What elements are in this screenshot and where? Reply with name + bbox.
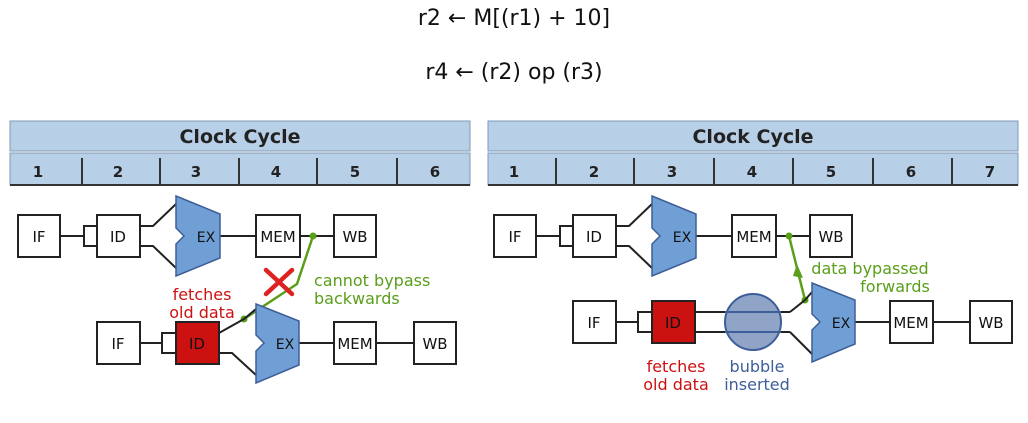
left-row1-if-stage bbox=[17, 214, 61, 258]
right-header-title: Clock Cycle bbox=[692, 126, 813, 148]
right-header-bar bbox=[487, 120, 1019, 152]
bypass-arrow-icon bbox=[793, 264, 803, 278]
left-cycle-4: 4 bbox=[271, 163, 281, 181]
right-row1-ex-alu bbox=[651, 194, 697, 278]
right-row1-wb-stage bbox=[809, 214, 853, 258]
right-row1-instruction bbox=[536, 203, 810, 269]
left-bypass-note-line1: cannot bypass bbox=[314, 271, 430, 290]
right-row1-id-label: ID bbox=[586, 228, 602, 246]
left-row2-ex-alu bbox=[255, 302, 300, 385]
right-cycle-2: 2 bbox=[589, 163, 599, 181]
left-fetch-note-line2: old data bbox=[169, 303, 235, 322]
right-row2-mem-label: MEM bbox=[893, 314, 928, 332]
left-row1-wb-stage bbox=[333, 214, 377, 258]
right-cycle-1: 1 bbox=[509, 163, 519, 181]
right-row1-if-label: IF bbox=[508, 228, 521, 246]
right-row1-id-stage bbox=[572, 214, 617, 258]
right-row1-ex-label: EX bbox=[673, 230, 692, 246]
right-row1-wb-label: WB bbox=[818, 228, 843, 246]
right-row2-mem-stage bbox=[889, 300, 934, 344]
right-cycle-3: 3 bbox=[667, 163, 677, 181]
left-header-title: Clock Cycle bbox=[179, 126, 300, 148]
right-row2-ex-alu bbox=[811, 281, 856, 364]
right-bubble-note-line1: bubble bbox=[730, 357, 785, 376]
right-cycle-6: 6 bbox=[906, 163, 916, 181]
left-row1-if-label: IF bbox=[32, 228, 45, 246]
left-cycle-3: 3 bbox=[191, 163, 201, 181]
right-row2-wb-stage bbox=[969, 300, 1013, 344]
left-row2-wb-stage bbox=[413, 321, 457, 365]
right-row2-ex-label: EX bbox=[832, 316, 851, 332]
left-row2-id-stage-stalled bbox=[175, 321, 220, 365]
right-row2-id-stage-stalled bbox=[651, 300, 696, 344]
left-row1-mem-label: MEM bbox=[260, 228, 295, 246]
right-fetch-note-line2: old data bbox=[643, 375, 709, 394]
left-row1-id-stage bbox=[96, 214, 141, 258]
left-row1-mem-stage bbox=[255, 214, 301, 258]
right-cycle-4: 4 bbox=[747, 163, 757, 181]
left-row2-mem-stage bbox=[333, 321, 377, 365]
right-bypass-note-line2: forwards bbox=[860, 277, 930, 296]
left-row2-if-label: IF bbox=[111, 335, 124, 353]
left-cycle-5: 5 bbox=[350, 163, 360, 181]
right-row1-mem-stage bbox=[731, 214, 777, 258]
left-row2-wb-label: WB bbox=[422, 335, 447, 353]
left-row2-id-label: ID bbox=[189, 335, 205, 353]
equation-load: r2 ← M[(r1) + 10] bbox=[417, 6, 611, 31]
right-fetch-note-line1: fetches bbox=[647, 357, 706, 376]
left-row2-instruction bbox=[140, 308, 414, 376]
right-cycle-5: 5 bbox=[826, 163, 836, 181]
right-cycle-7: 7 bbox=[985, 163, 995, 181]
equation-op: r4 ← (r2) op (r3) bbox=[425, 60, 603, 85]
right-row2-if-stage bbox=[572, 300, 617, 344]
left-cycle-1: 1 bbox=[33, 163, 43, 181]
left-row1-wb-label: WB bbox=[342, 228, 367, 246]
left-cycle-2: 2 bbox=[113, 163, 123, 181]
left-bypass-note-line2: backwards bbox=[314, 289, 400, 308]
right-bubble-note-line2: inserted bbox=[724, 375, 790, 394]
left-row1-ex-label: EX bbox=[197, 230, 216, 246]
cross-icon bbox=[263, 267, 295, 297]
left-fetch-note-line1: fetches bbox=[173, 285, 232, 304]
left-row1-id-label: ID bbox=[110, 228, 126, 246]
right-cycle-row bbox=[487, 152, 1019, 186]
right-row1-mem-label: MEM bbox=[736, 228, 771, 246]
right-row1-if-stage bbox=[493, 214, 537, 258]
left-row2-if-stage bbox=[96, 321, 141, 365]
right-row2-if-label: IF bbox=[587, 314, 600, 332]
left-row1-ex-alu bbox=[175, 194, 221, 278]
left-row1-instruction bbox=[60, 203, 334, 269]
right-row2-wb-label: WB bbox=[978, 314, 1003, 332]
left-cycle-6: 6 bbox=[430, 163, 440, 181]
left-pipeline-diagram: Clock Cycle 1 2 3 4 5 6 IF ID EX MEM WB bbox=[9, 120, 471, 385]
left-header-bar bbox=[9, 120, 471, 152]
left-row2-mem-label: MEM bbox=[337, 335, 372, 353]
right-row2-id-label: ID bbox=[665, 314, 681, 332]
right-bypass-note-line1: data bypassed bbox=[811, 259, 928, 278]
right-pipeline-diagram: Clock Cycle 1 2 3 4 5 6 7 IF ID EX MEM bbox=[487, 120, 1019, 394]
left-row2-ex-label: EX bbox=[276, 337, 295, 353]
pipeline-bubble bbox=[724, 293, 782, 351]
